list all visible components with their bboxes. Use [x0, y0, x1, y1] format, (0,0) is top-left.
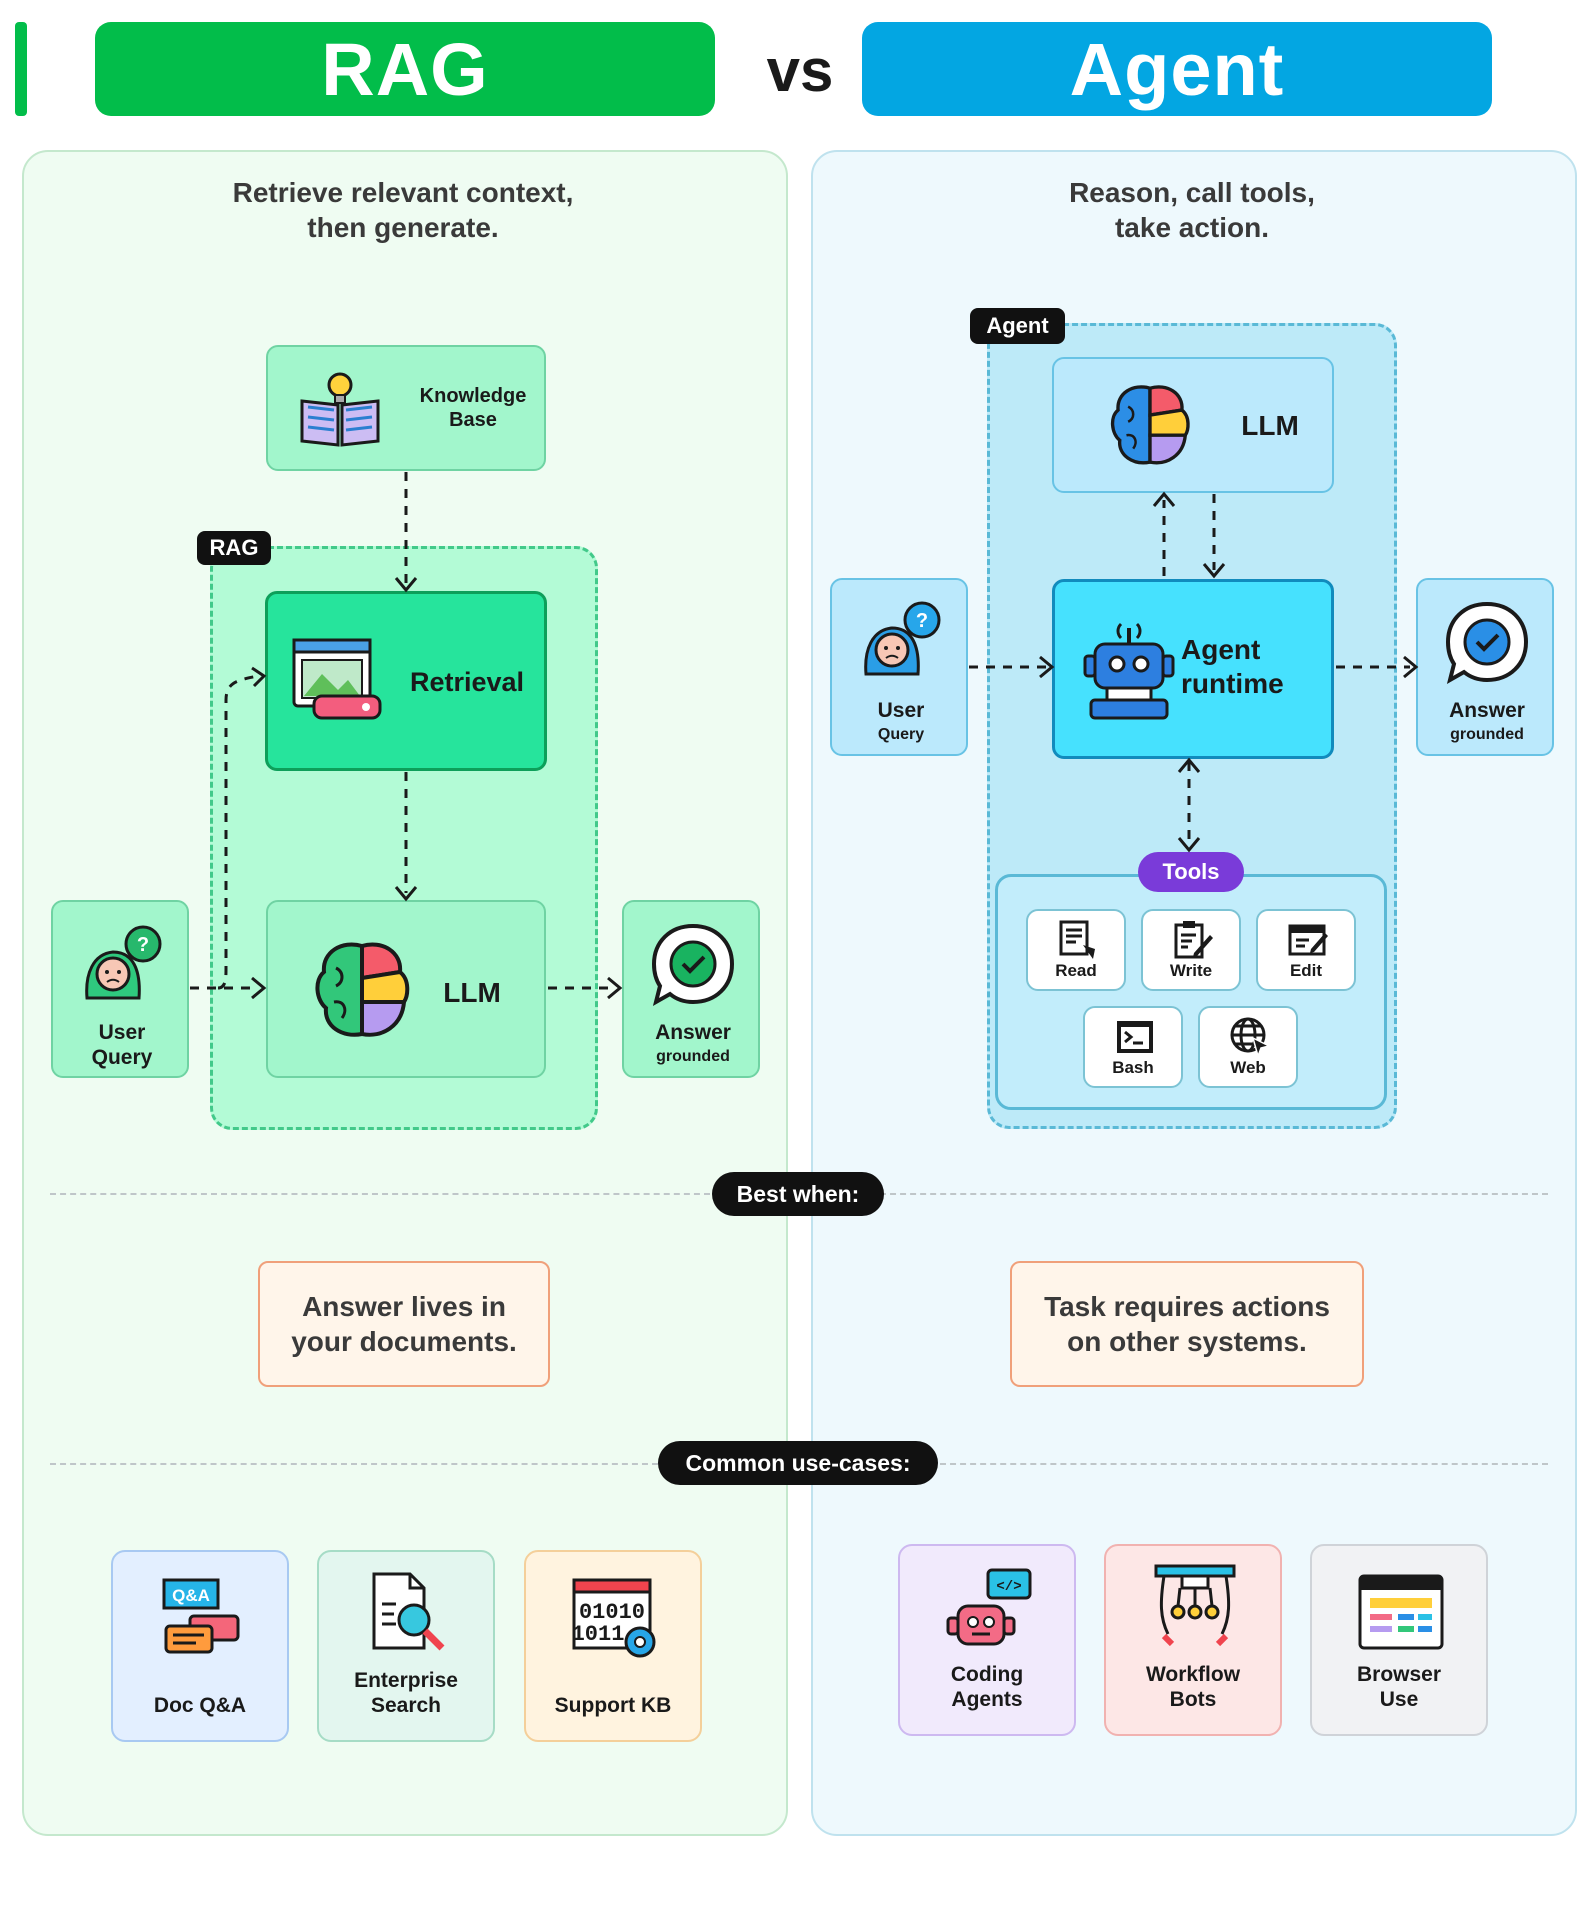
robot-icon	[1083, 622, 1175, 720]
use-case-browser-use: Browser Use	[1310, 1544, 1488, 1736]
use-case-doc-qa: Q&A Doc Q&A	[111, 1550, 289, 1742]
tool-read: Read	[1026, 909, 1126, 991]
svg-text:?: ?	[916, 610, 928, 632]
rag-subtitle: Retrieve relevant context, then generate…	[232, 177, 574, 243]
agent-answer-node: Answer grounded	[1416, 578, 1554, 756]
retrieval-node: Retrieval	[265, 591, 547, 771]
use-case-enterprise-search: Enterprise Search	[317, 1550, 495, 1742]
rag-user-avatar-icon: ?	[85, 925, 162, 1000]
use-case-workflow-bots: Workflow Bots	[1104, 1544, 1282, 1736]
tool-read-label: Read	[1055, 961, 1097, 980]
use-case-browser-use-label: Browser Use	[1356, 1663, 1442, 1711]
header-accent-bar	[15, 22, 27, 116]
knowledge-book-icon	[300, 372, 380, 447]
read-document-icon	[1059, 920, 1095, 959]
knowledge-base-label: Knowledge Base	[419, 385, 527, 431]
use-case-coding-agents-label: Coding Agents	[950, 1663, 1024, 1711]
tool-bash: Bash	[1083, 1006, 1183, 1088]
rag-answer-sub-label: grounded	[656, 1048, 730, 1065]
rag-llm-label: LLM	[443, 977, 501, 1008]
tool-web-label: Web	[1230, 1058, 1266, 1077]
svg-text:1011: 1011	[572, 1622, 625, 1647]
globe-cursor-icon	[1230, 1017, 1271, 1058]
rag-llm-node: LLM	[266, 900, 546, 1078]
agent-best-when-card: Task requires actions on other systems.	[1010, 1261, 1364, 1387]
agent-title: Agent	[862, 22, 1492, 116]
rag-flow-arrows	[190, 472, 623, 1000]
rag-answer-check-icon	[651, 923, 735, 1007]
rag-best-when-card: Answer lives in your documents.	[258, 1261, 550, 1387]
tool-edit: Edit	[1256, 909, 1356, 991]
use-cases-pill: Common use-cases:	[658, 1441, 938, 1485]
agent-answer-sub-label: grounded	[1450, 726, 1524, 743]
coding-robot-icon: </>	[946, 1568, 1032, 1646]
agent-answer-check-icon	[1445, 601, 1529, 685]
agent-answer-label: Answer	[1449, 699, 1525, 722]
qa-chat-icon: Q&A	[162, 1578, 240, 1654]
best-when-divider-right	[880, 1193, 1548, 1195]
rag-answer-label: Answer	[655, 1021, 731, 1044]
rag-brain-icon	[315, 942, 410, 1037]
agent-runtime-node: Agent runtime	[1052, 579, 1334, 759]
terminal-icon	[1117, 1021, 1153, 1053]
agent-llm-label: LLM	[1241, 410, 1299, 441]
retrieval-label: Retrieval	[409, 667, 525, 697]
rag-user-query-node: ? User Query	[51, 900, 189, 1078]
knowledge-base-node: Knowledge Base	[266, 345, 546, 471]
agent-user-query-node: ? User Query	[830, 578, 968, 756]
svg-text:</>: </>	[996, 1579, 1021, 1595]
write-clipboard-icon	[1174, 921, 1213, 959]
tool-write-label: Write	[1169, 961, 1213, 980]
rag-answer-node: Answer grounded	[622, 900, 760, 1078]
agent-subtitle: Reason, call tools, take action.	[1069, 177, 1315, 243]
use-case-support-kb-label: Support KB	[554, 1694, 672, 1717]
agent-brain-icon	[1110, 385, 1190, 465]
svg-text:Q&A: Q&A	[172, 1586, 210, 1605]
retrieval-image-icon	[292, 638, 382, 720]
vs-label: vs	[766, 37, 834, 104]
svg-text:01010: 01010	[579, 1600, 645, 1625]
rag-user-query-label: User Query	[91, 1021, 153, 1070]
tool-write: Write	[1141, 909, 1241, 991]
agent-user-avatar-icon: ?	[864, 601, 941, 676]
agent-user-query-label: User	[877, 699, 925, 722]
agent-user-query-sub-label: Query	[877, 726, 925, 743]
svg-text:?: ?	[137, 934, 149, 956]
use-case-workflow-bots-label: Workflow Bots	[1145, 1663, 1241, 1711]
document-search-icon	[372, 1572, 445, 1651]
rag-title: RAG	[95, 22, 715, 116]
agent-runtime-label: Agent runtime	[1181, 634, 1284, 699]
tool-edit-label: Edit	[1289, 961, 1323, 980]
tools-tag: Tools	[1138, 852, 1244, 892]
binary-gear-icon: 01010 1011	[572, 1578, 656, 1658]
agent-group-tag: Agent	[970, 308, 1065, 344]
workflow-arms-icon	[1154, 1564, 1236, 1647]
use-cases-divider-left	[50, 1463, 658, 1465]
best-when-pill: Best when:	[712, 1172, 884, 1216]
edit-window-icon	[1288, 924, 1328, 956]
best-when-divider-left	[50, 1193, 710, 1195]
agent-llm-node: LLM	[1052, 357, 1334, 493]
use-case-coding-agents: </> Coding Agents	[898, 1544, 1076, 1736]
tool-bash-label: Bash	[1112, 1058, 1154, 1077]
rag-group-tag: RAG	[197, 531, 271, 565]
use-case-doc-qa-label: Doc Q&A	[153, 1694, 247, 1717]
tool-web: Web	[1198, 1006, 1298, 1088]
agent-flow-arrows	[969, 491, 1419, 853]
use-cases-divider-right	[940, 1463, 1548, 1465]
use-case-enterprise-search-label: Enterprise Search	[354, 1669, 458, 1717]
browser-window-icon	[1358, 1574, 1444, 1650]
use-case-support-kb: 01010 1011 Support KB	[524, 1550, 702, 1742]
